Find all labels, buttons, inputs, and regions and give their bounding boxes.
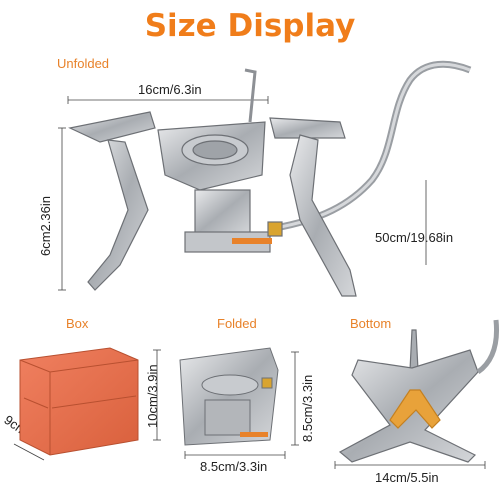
section-label-bottom: Bottom bbox=[350, 316, 392, 331]
box-image bbox=[19, 347, 139, 456]
dimension-hose-length: 50cm/19.68in bbox=[375, 230, 454, 245]
unfolded-stove-image bbox=[68, 60, 472, 297]
section-label-folded: Folded bbox=[217, 316, 257, 331]
bottom-view-image bbox=[338, 319, 499, 463]
section-label-box: Box bbox=[66, 316, 89, 331]
page-title: Size Display bbox=[144, 8, 356, 44]
dimension-folded-width: 8.5cm/3.3in bbox=[200, 459, 268, 474]
bottom-width-line bbox=[334, 461, 486, 469]
folded-stove-image bbox=[179, 347, 279, 446]
folded-height-line bbox=[291, 351, 299, 446]
unfolded-height-line bbox=[58, 127, 66, 291]
box-height-line bbox=[153, 349, 161, 441]
unfolded-width-line bbox=[67, 96, 269, 104]
dimension-bottom-width: 14cm/5.5in bbox=[375, 470, 439, 485]
box-depth-line bbox=[13, 443, 45, 461]
folded-width-line bbox=[184, 451, 286, 459]
section-label-unfolded: Unfolded bbox=[57, 56, 110, 71]
dimension-unfolded-width: 16cm/6.3in bbox=[138, 82, 202, 97]
